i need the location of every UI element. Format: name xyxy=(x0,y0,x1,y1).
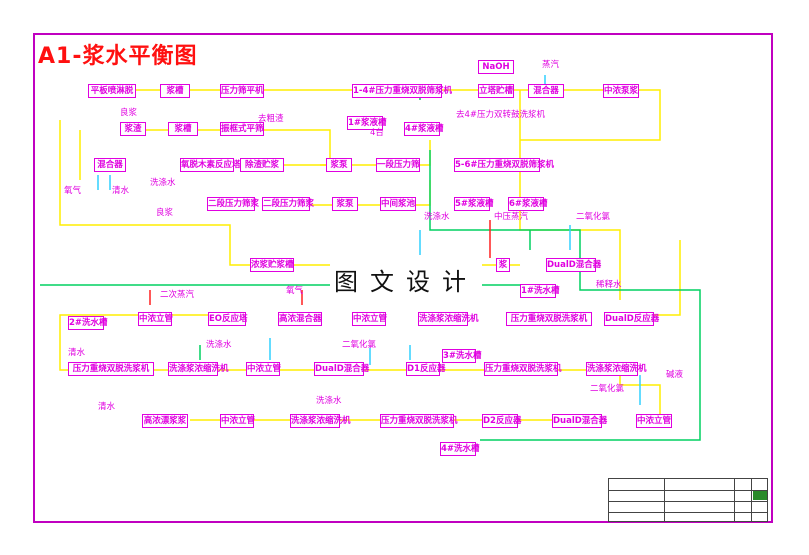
label-11: 二氧化氯 xyxy=(576,212,611,222)
label-3: 4台 xyxy=(370,128,384,138)
box-23: 5#浆液槽 xyxy=(454,197,494,211)
box-6: 混合器 xyxy=(528,84,564,98)
box-34: 洗涤浆浓缩洗机 xyxy=(418,312,479,326)
box-21: 浆泵 xyxy=(332,197,358,211)
box-25: 浓浆贮浆槽 xyxy=(250,258,294,272)
label-7: 清水 xyxy=(112,186,130,196)
box-31: EO反应塔 xyxy=(208,312,248,326)
label-14: 氧气 xyxy=(286,286,304,296)
title-block xyxy=(608,478,768,522)
box-38: 洗涤浆浓缩洗机 xyxy=(168,362,229,376)
box-44: 洗涤浆浓缩洗机 xyxy=(586,362,647,376)
box-14: 氧脱木素反应塔 xyxy=(180,158,241,172)
box-29: 2#洗水槽 xyxy=(68,316,108,330)
box-5: 立塔贮槽 xyxy=(478,84,514,98)
box-30: 中浓立管 xyxy=(138,312,174,326)
box-27: DualD混合器 xyxy=(546,258,602,272)
label-4: 去4#压力双转鼓洗浆机 xyxy=(456,110,546,120)
box-48: 压力重烧双脱洗浆机 xyxy=(380,414,458,428)
box-11: 1#浆液槽 xyxy=(347,116,387,130)
box-13: 混合器 xyxy=(94,158,126,172)
box-15: 除渣贮浆 xyxy=(240,158,284,172)
title-block-col xyxy=(751,479,752,521)
box-10: 振框式平筛 xyxy=(220,122,264,136)
box-24: 6#浆液槽 xyxy=(508,197,548,211)
box-18: 5-6#压力重烧双脱筛浆机 xyxy=(454,158,554,172)
label-8: 洗涤水 xyxy=(150,178,176,188)
box-8: 浆渣 xyxy=(120,122,146,136)
box-37: 压力重烧双脱洗浆机 xyxy=(68,362,154,376)
box-20: 二段压力筛浆 xyxy=(262,197,315,211)
label-2: 去粗渣 xyxy=(258,114,284,124)
box-26: 浆 xyxy=(496,258,510,272)
box-19: 二段压力筛浆 xyxy=(207,197,260,211)
label-15: 稀释水 xyxy=(596,280,622,290)
box-36: DualD反应器 xyxy=(604,312,660,326)
label-13: 二次蒸汽 xyxy=(160,290,195,300)
box-35: 压力重烧双脱洗浆机 xyxy=(506,312,592,326)
box-7: 中浓泵浆 xyxy=(603,84,639,98)
box-28: 1#洗水槽 xyxy=(520,284,560,298)
box-17: 一段压力筛 xyxy=(376,158,420,172)
box-4: 1-4#压力重烧双脱筛浆机 xyxy=(352,84,452,98)
box-12: 4#浆液槽 xyxy=(404,122,444,136)
label-10: 中压蒸汽 xyxy=(494,212,529,222)
title-block-row xyxy=(609,501,767,502)
box-53: NaOH xyxy=(478,60,514,74)
label-20: 碱液 xyxy=(666,370,684,380)
box-39: 中浓立管 xyxy=(246,362,282,376)
title-block-col xyxy=(734,479,735,521)
label-6: 氧气 xyxy=(64,186,82,196)
label-18: 洗涤水 xyxy=(206,340,232,350)
box-41: D1反应器 xyxy=(406,362,446,376)
box-2: 浆槽 xyxy=(160,84,190,98)
box-32: 高浓混合器 xyxy=(278,312,322,326)
box-3: 压力筛平机 xyxy=(220,84,264,98)
box-43: 压力重烧双脱洗浆机 xyxy=(484,362,562,376)
label-16: 二氧化氯 xyxy=(342,340,377,350)
label-19: 二氧化氯 xyxy=(590,384,625,394)
box-49: D2反应器 xyxy=(482,414,522,428)
box-9: 浆槽 xyxy=(168,122,198,136)
box-22: 中间浆池 xyxy=(380,197,416,211)
drawing-frame xyxy=(33,33,773,523)
label-21: 清水 xyxy=(98,402,116,412)
title-block-row xyxy=(609,512,767,513)
box-33: 中浓立管 xyxy=(352,312,388,326)
box-16: 浆泵 xyxy=(326,158,352,172)
box-51: 中浓立管 xyxy=(636,414,672,428)
drawing-title: A1-浆水平衡图 xyxy=(38,44,198,69)
label-17: 清水 xyxy=(68,348,86,358)
box-42: 3#洗水槽 xyxy=(442,349,482,363)
title-block-stamp xyxy=(753,491,767,500)
box-1: 平板喷淋脱 xyxy=(88,84,136,98)
box-46: 中浓立管 xyxy=(220,414,256,428)
title-block-row xyxy=(609,479,767,491)
label-12: 洗涤水 xyxy=(424,212,450,222)
label-22: 洗涤水 xyxy=(316,396,342,406)
box-47: 洗涤浆浓缩洗机 xyxy=(290,414,351,428)
box-52: 4#洗水槽 xyxy=(440,442,480,456)
label-1: 良浆 xyxy=(120,108,138,118)
box-50: DualD混合器 xyxy=(552,414,608,428)
label-5: 蒸汽 xyxy=(542,60,560,70)
title-block-col xyxy=(664,479,665,521)
box-40: DualD混合器 xyxy=(314,362,370,376)
watermark-text: 图文设计 xyxy=(330,262,482,297)
label-9: 良浆 xyxy=(156,208,174,218)
box-45: 高浓漂浆浆 xyxy=(142,414,188,428)
